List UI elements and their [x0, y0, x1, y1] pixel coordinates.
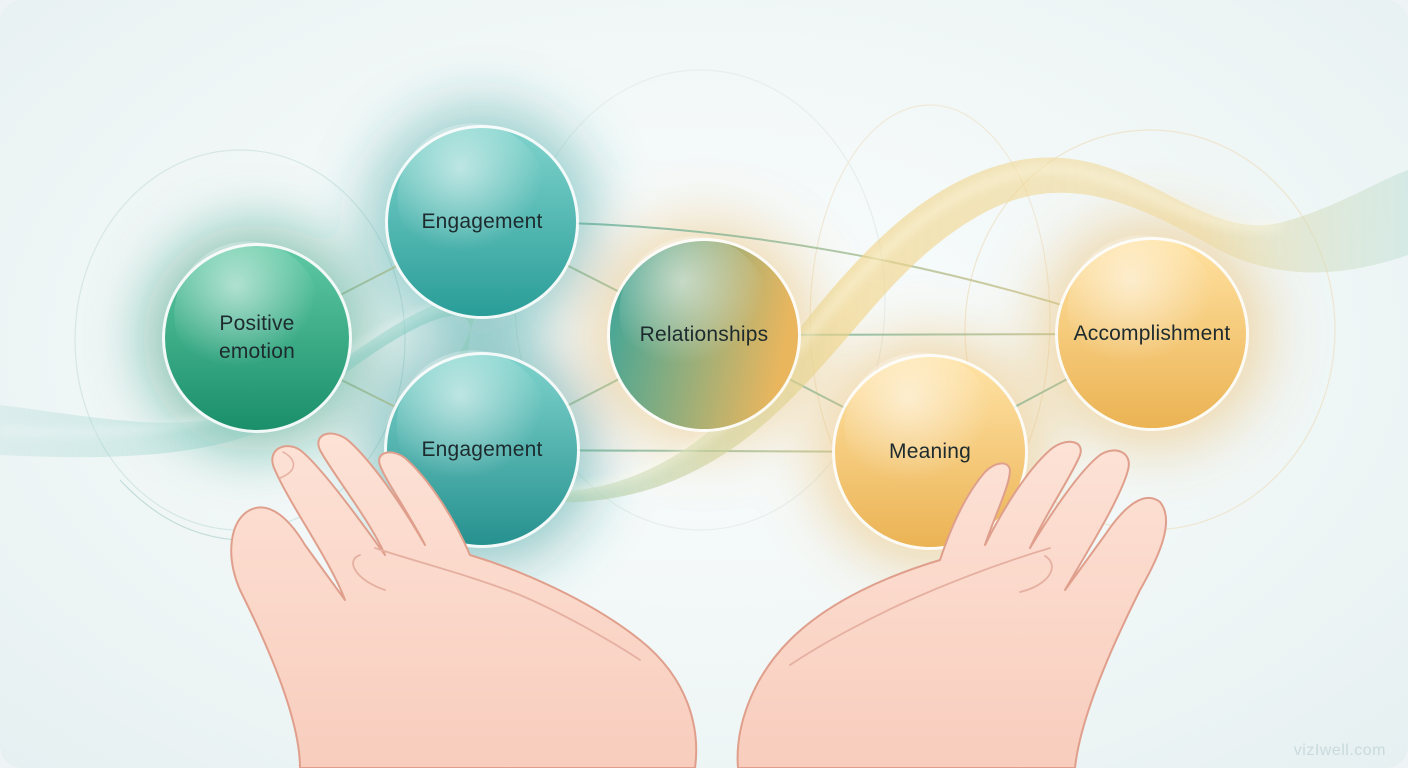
relationships-highlight	[619, 236, 770, 387]
node-engagement-top	[385, 123, 579, 319]
node-accomplishment	[1055, 235, 1249, 431]
watermark: vizIwell.com	[1293, 742, 1386, 759]
accomplishment-highlight	[1067, 235, 1218, 386]
left-hand	[230, 432, 698, 768]
node-positive-emotion	[162, 241, 352, 433]
positive-emotion-highlight	[174, 241, 322, 389]
engagement-bottom-highlight	[396, 350, 549, 503]
right-hand	[736, 440, 1168, 768]
node-relationships	[607, 236, 801, 432]
meaning-highlight	[844, 352, 997, 505]
engagement-top-highlight	[397, 123, 548, 274]
